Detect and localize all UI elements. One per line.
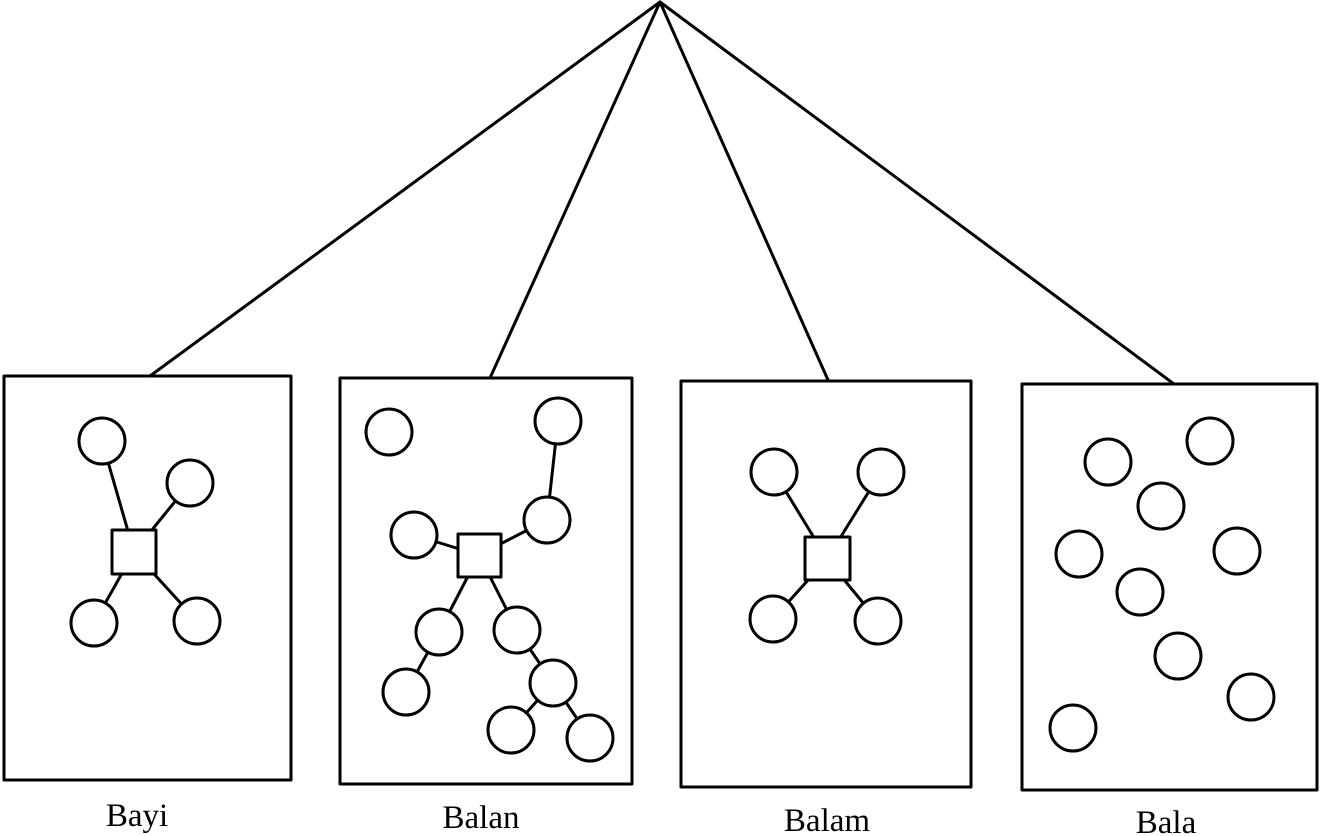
- panel-bala: [1020, 382, 1319, 792]
- node-circle: [77, 416, 127, 466]
- panel-label-balam: Balam: [784, 803, 870, 836]
- node-circle: [853, 596, 903, 646]
- node-circle: [381, 667, 431, 717]
- node-circle: [1226, 672, 1276, 722]
- node-circle: [748, 594, 798, 644]
- node-circle: [492, 605, 542, 655]
- apex-connectors: [148, 0, 1176, 386]
- node-circle: [1083, 437, 1133, 487]
- node-circle: [1153, 631, 1203, 681]
- panel-label-bayi: Bayi: [106, 798, 168, 834]
- panel-balan: [338, 376, 634, 786]
- node-circle: [1054, 529, 1104, 579]
- node-circle: [1185, 416, 1235, 466]
- node-circle: [486, 705, 536, 755]
- node-circle: [533, 396, 583, 446]
- hub-square: [110, 528, 158, 576]
- connector-line-bala: [658, 0, 1176, 386]
- panel-frame: [338, 376, 634, 786]
- panel-frame: [679, 379, 973, 789]
- panel-label-bala: Bala: [1136, 805, 1197, 836]
- node-circle: [389, 510, 439, 560]
- node-circle: [1136, 481, 1186, 531]
- panel-bayi: [2, 374, 293, 782]
- connector-line-bayi: [148, 0, 662, 378]
- connector-line-balan: [488, 0, 662, 380]
- node-circle: [856, 447, 906, 497]
- node-circle: [749, 447, 799, 497]
- node-circle: [522, 495, 572, 545]
- node-circle: [1115, 567, 1165, 617]
- node-circle: [165, 458, 215, 508]
- node-circle: [364, 407, 414, 457]
- node-circle: [414, 607, 464, 657]
- hub-square: [456, 532, 503, 579]
- node-circle: [172, 596, 222, 646]
- node-circle: [528, 658, 578, 708]
- hub-square: [803, 535, 852, 582]
- node-circle: [1212, 526, 1262, 576]
- node-circle: [69, 598, 119, 648]
- node-circle: [1048, 703, 1098, 753]
- panel-label-balan: Balan: [443, 800, 520, 836]
- panel-frame: [2, 374, 293, 782]
- panel-frame: [1020, 382, 1319, 792]
- node-circle: [565, 713, 615, 763]
- panel-balam: [679, 379, 973, 789]
- connector-line-balam: [658, 0, 830, 382]
